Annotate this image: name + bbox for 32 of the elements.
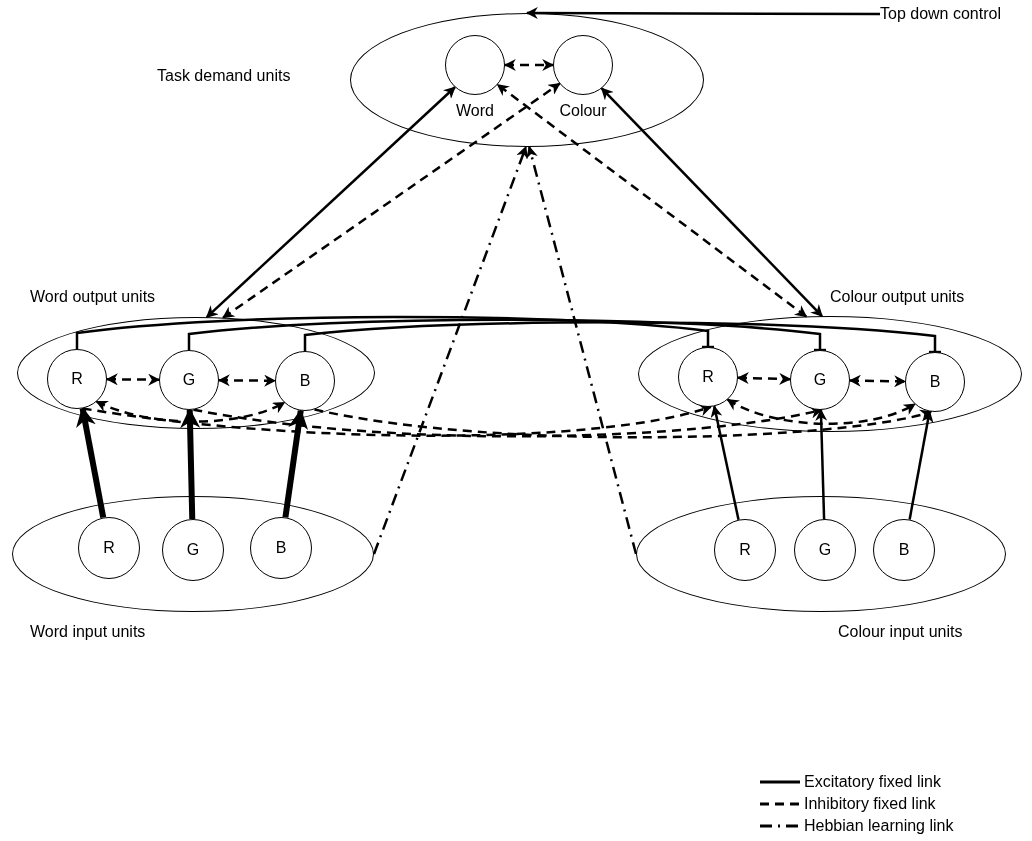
dashed-arrow	[82, 404, 712, 437]
group-label: Colour output units	[830, 287, 965, 307]
legend-label: Inhibitory fixed link	[804, 794, 936, 814]
group-label: Word output units	[30, 287, 156, 307]
group-label: Colour input units	[838, 622, 963, 642]
dashed-arrow	[105, 373, 161, 386]
dashed-arrow	[503, 59, 555, 71]
dashed-arrow	[217, 374, 277, 387]
dashed-arrow	[95, 400, 286, 423]
dashed-arrow	[222, 82, 561, 319]
dash-dot-arrow	[372, 145, 528, 555]
legend-label: Excitatory fixed link	[804, 772, 941, 792]
group-label: Word input units	[30, 622, 146, 642]
dash-dot-arrow	[526, 145, 638, 555]
arrow	[76, 406, 107, 519]
dashed-arrow	[848, 374, 907, 388]
dashed-arrow	[496, 83, 808, 318]
legend-label: Hebbian learning link	[804, 816, 954, 836]
arrow	[908, 410, 934, 520]
dashed-arrow	[193, 406, 823, 438]
arrow	[525, 7, 880, 20]
group-label: Task demand units	[157, 66, 291, 86]
arrow	[710, 405, 740, 520]
arrow	[600, 87, 823, 317]
arrow	[180, 408, 201, 520]
arrow	[815, 408, 828, 520]
control-label: Top down control	[880, 2, 1030, 26]
dashed-arrow	[726, 398, 916, 425]
dashed-arrow	[314, 408, 933, 439]
dashed-arrow	[736, 372, 792, 385]
arrow	[205, 86, 456, 318]
arrow	[282, 408, 309, 518]
